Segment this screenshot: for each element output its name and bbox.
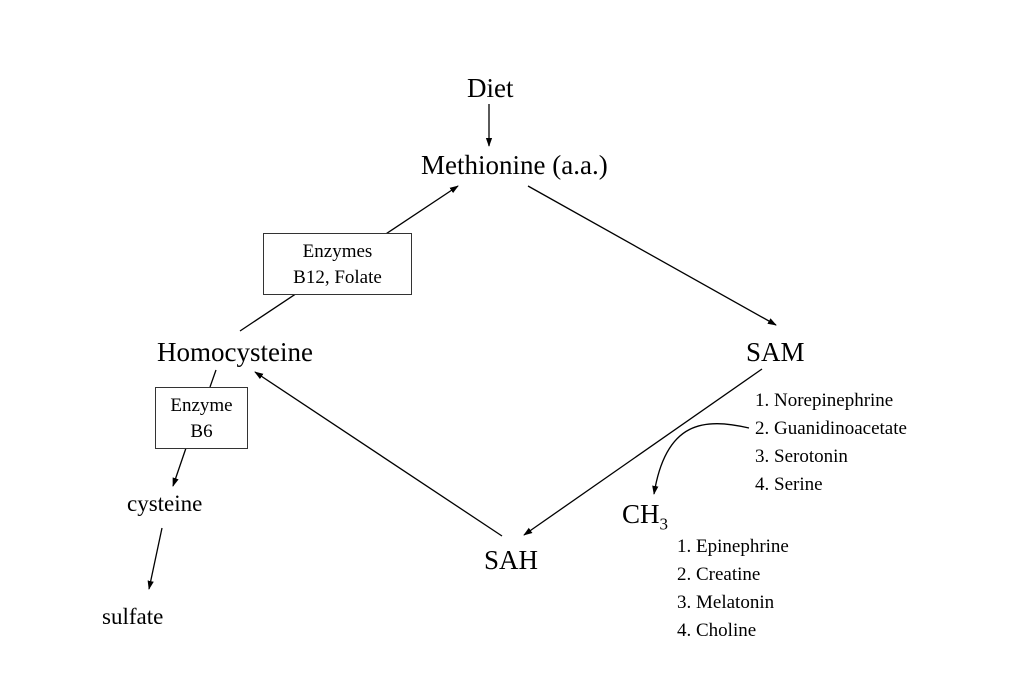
enzyme-box-b12-folate: Enzymes B12, Folate bbox=[263, 233, 412, 295]
methyl-acceptor-item: 3. Serotonin bbox=[755, 446, 848, 467]
methylated-product-item: 4. Choline bbox=[677, 620, 757, 641]
node-methionine: Methionine (a.a.) bbox=[421, 150, 608, 180]
arrow-enzyme-b6-to-cysteine bbox=[172, 447, 187, 487]
methylated-product-item: 2. Creatine bbox=[677, 564, 761, 585]
node-cysteine: cysteine bbox=[127, 491, 203, 516]
arrow-cysteine-to-sulfate bbox=[147, 527, 163, 590]
methyl-acceptor-item: 1. Norepinephrine bbox=[755, 390, 894, 411]
line-homocysteine-to-enzyme-b6 bbox=[209, 369, 217, 388]
node-sam: SAM bbox=[746, 337, 805, 367]
arrow-sah-to-homocysteine bbox=[254, 371, 503, 537]
enzyme-box-b12-folate-line1: Enzymes bbox=[302, 241, 373, 262]
methylated-product-item: 1. Epinephrine bbox=[677, 536, 789, 557]
arrow-methyl-transfer-to-ch3 bbox=[652, 423, 750, 495]
methylated-product-item: 3. Melatonin bbox=[677, 592, 775, 613]
node-homocysteine: Homocysteine bbox=[157, 337, 313, 367]
arrow-methionine-to-sam bbox=[527, 185, 777, 326]
ch3-subscript: 3 bbox=[659, 514, 669, 534]
enzyme-box-b6: Enzyme B6 bbox=[155, 387, 248, 449]
node-sulfate: sulfate bbox=[102, 604, 164, 629]
node-diet: Diet bbox=[467, 73, 514, 103]
node-sah: SAH bbox=[484, 545, 539, 575]
enzyme-box-b12-folate-line2: B12, Folate bbox=[293, 267, 382, 288]
arrow-sam-to-sah bbox=[523, 368, 763, 536]
methyl-acceptor-item: 4. Serine bbox=[755, 474, 823, 495]
enzyme-box-b6-line1: Enzyme bbox=[170, 395, 233, 416]
methyl-acceptor-item: 2. Guanidinoacetate bbox=[755, 418, 907, 439]
methylated-product-list: 1. Epinephrine 2. Creatine 3. Melatonin … bbox=[677, 533, 789, 645]
enzyme-box-b6-line2: B6 bbox=[190, 421, 213, 442]
ch3-base: CH bbox=[622, 499, 660, 529]
methyl-acceptor-list: 1. Norepinephrine 2. Guanidinoacetate 3.… bbox=[755, 387, 907, 499]
node-ch3: CH3 bbox=[622, 499, 669, 534]
